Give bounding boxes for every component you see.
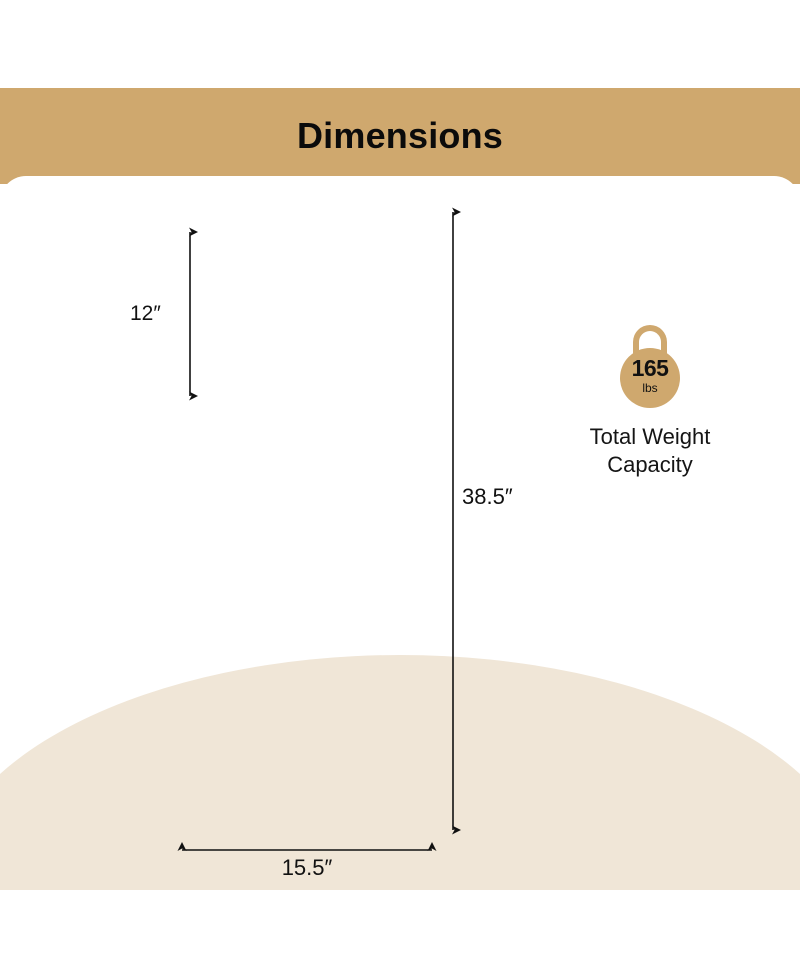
weight-icon-body — [620, 348, 680, 408]
dimension-label-shelf-height: 12″ — [130, 302, 161, 325]
weight-capacity-block: 165 lbs Total Weight Capacity — [545, 325, 755, 479]
weight-capacity-caption: Total Weight Capacity — [545, 423, 755, 479]
content-panel — [0, 176, 800, 890]
weight-caption-line-2: Capacity — [607, 452, 693, 477]
weight-icon-handle — [633, 325, 667, 359]
kettlebell-weight-icon: 165 lbs — [600, 325, 700, 417]
weight-value: 165 — [631, 355, 669, 381]
header-band — [0, 88, 800, 184]
weight-caption-line-1: Total Weight — [589, 424, 711, 449]
page-title: Dimensions — [296, 115, 504, 156]
dimension-label-total-height: 38.5″ — [462, 484, 513, 509]
weight-unit: lbs — [642, 381, 658, 395]
dimension-label-base-width: 15.5″ — [281, 855, 333, 880]
